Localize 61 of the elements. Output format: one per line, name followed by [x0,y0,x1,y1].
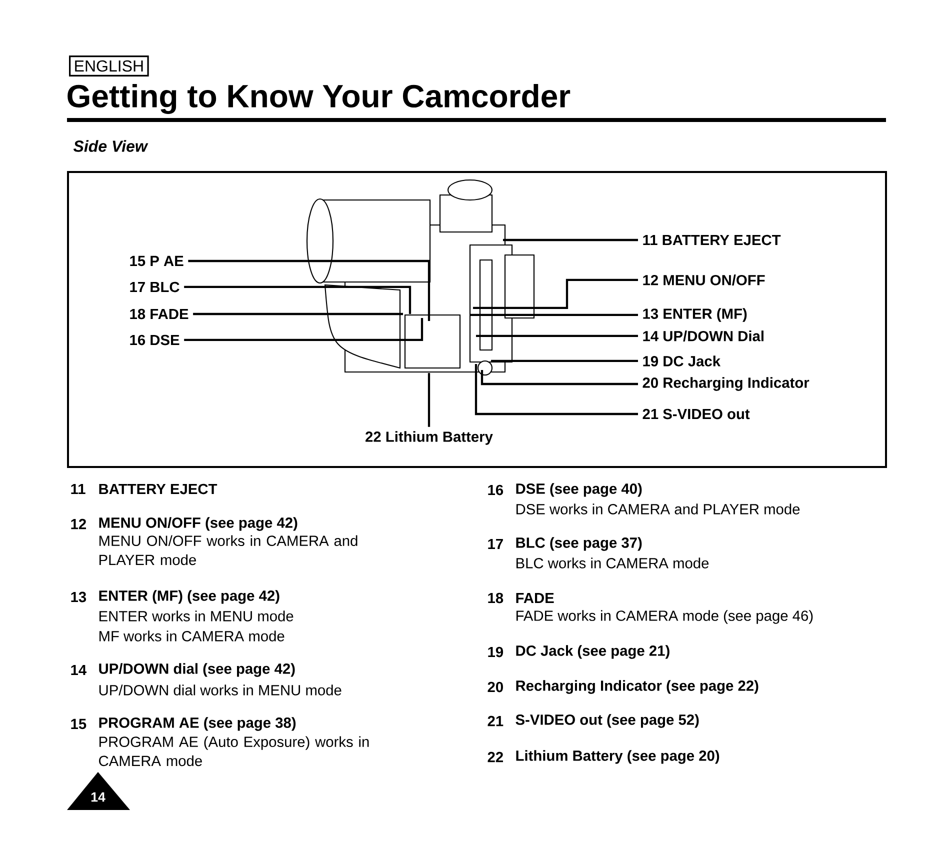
leader-line [474,364,638,416]
item-description: ENTER works in MENU mode [99,610,294,622]
callout-label: 20 Recharging Indicator [642,377,810,391]
camcorder-drawing [306,179,535,376]
callout-label: 12 MENU ON/OFF [643,274,765,286]
callout-label: 18 FADE [130,308,188,320]
callout-label: 14 UP/DOWN Dial [643,330,764,342]
item-number: 15 [71,718,86,730]
leader-line [193,312,403,316]
item-number: 13 [71,592,86,602]
item-heading: FADE [516,592,554,604]
item-number: 20 [488,682,503,692]
title: Getting to Know Your Camcorder [68,84,570,114]
callout-label: 16 DSE [130,334,180,346]
item-description: FADE works in CAMERA mode (see page 46) [516,610,813,624]
item-heading: Lithium Battery (see page 20) [516,750,720,764]
item-heading: DC Jack (see page 21) [516,645,670,659]
callout-label: 17 BLC [130,282,180,292]
item-description: PROGRAM AE (Auto Exposure) works in CAMERA mode [99,736,369,766]
item-heading: MENU ON/OFF (see page 42) [99,517,298,531]
callout-label: 21 S-VIDEO out [642,408,750,420]
item-heading: PROGRAM AE (see page 38) [99,717,296,731]
item-description: MF works in CAMERA mode [99,630,284,642]
item-heading: BLC (see page 37) [516,537,642,551]
item-description: UP/DOWN dial works in MENU mode [99,684,342,696]
section-heading: Side View [73,140,148,152]
item-number: 17 [488,538,503,550]
item-description: DSE works in CAMERA and PLAYER mode [516,504,800,514]
item-heading: UP/DOWN dial (see page 42) [99,663,295,677]
leader-line [184,318,424,342]
leader-line [476,334,638,338]
item-description: MENU ON/OFF works in CAMERA and PLAYER mode [99,535,358,566]
leader-line [470,314,638,316]
callout-label: 22 Lithium Battery [366,431,493,445]
leader-line [503,238,638,242]
item-number: 22 [488,752,503,762]
item-number: 12 [71,518,86,530]
item-heading: Recharging Indicator (see page 22) [516,680,758,694]
item-number: 19 [488,646,504,658]
item-number: 14 [71,664,86,676]
leader-line [428,373,430,427]
leader-line [473,278,638,310]
item-number: 21 [488,716,504,726]
page-number: 14 [67,772,130,810]
item-heading: ENTER (MF) (see page 42) [99,590,280,604]
item-heading: BATTERY EJECT [99,484,218,494]
item-description: BLC works in CAMERA mode [516,558,709,568]
callout-label: 11 BATTERY EJECT [643,234,781,246]
item-number: 16 [488,484,504,496]
callout-label: 19 DC Jack [643,356,721,366]
callout-label: 13 ENTER (MF) [643,308,747,322]
leader-line [184,286,412,314]
item-number: 11 [71,484,86,494]
language-tag: ENGLISH [69,56,149,76]
leader-line [188,260,430,321]
callout-label: 15 P AE [130,256,184,266]
leader-line [480,370,638,386]
item-heading: S-VIDEO out (see page 52) [516,714,699,728]
item-heading: DSE (see page 40) [516,483,642,497]
item-number: 18 [488,592,504,604]
leader-line [491,360,638,362]
